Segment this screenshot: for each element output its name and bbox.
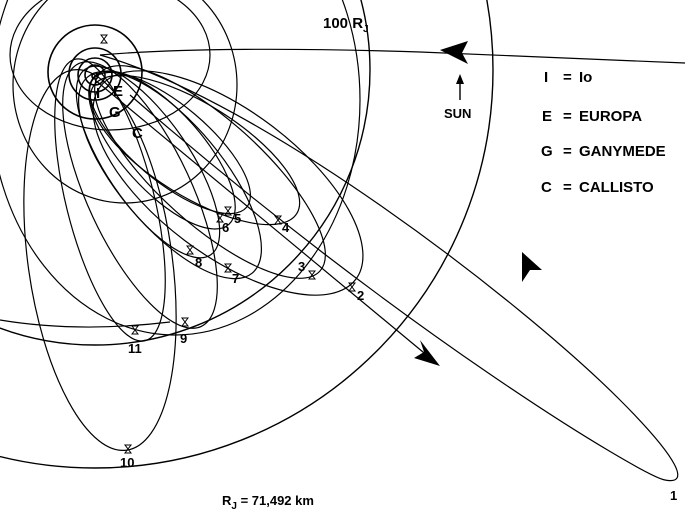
scale-ring-label: 100 RJ <box>323 15 369 35</box>
marker-5 <box>224 206 232 216</box>
orbit-number-6: 6 <box>222 220 229 235</box>
orbit-number-1: 1 <box>670 488 677 503</box>
legend-callisto: C=CALLISTO <box>541 179 654 196</box>
orbit-ellipse-5 <box>88 71 252 215</box>
orbit-number-8: 8 <box>195 255 202 270</box>
orbit-number-5: 5 <box>234 211 241 226</box>
legend: I=Io E=EUROPA G=GANYMEDE C=CALLISTO <box>541 69 666 196</box>
marker-4 <box>274 215 282 225</box>
marker-6 <box>216 213 224 223</box>
marker-7 <box>224 263 232 273</box>
marker-top <box>100 34 108 44</box>
marker-3 <box>308 270 316 280</box>
orbit-number-2: 2 <box>357 288 364 303</box>
orbit-ellipse-8 <box>75 65 221 259</box>
moon-letter-europa: E <box>113 83 123 100</box>
approach-trajectory <box>99 48 685 64</box>
marker-8 <box>186 245 194 255</box>
departure-arrow-icon <box>414 340 440 366</box>
orbit-ellipse-large-a <box>9 0 211 131</box>
sun-label: SUN <box>444 106 471 121</box>
orbit-ellipse-11 <box>54 58 166 342</box>
scale-circle-100rj <box>0 0 371 346</box>
marker-2 <box>348 282 356 292</box>
legend-io: I=Io <box>544 69 592 86</box>
orbit-ellipse-3 <box>94 65 326 279</box>
approach-arrow-icon <box>440 41 468 64</box>
legend-ganymede: G=GANYMEDE <box>541 143 666 160</box>
left-trajectory <box>0 319 171 328</box>
moon-letter-callisto: C <box>132 125 143 142</box>
moon-letter-ganymede: G <box>109 104 121 121</box>
orbit-number-3: 3 <box>298 259 305 274</box>
orbit-number-10: 10 <box>120 455 134 470</box>
orbit-number-7: 7 <box>232 271 239 286</box>
orbit-1-loop <box>99 54 679 482</box>
outer-scale-circle <box>0 0 494 469</box>
jupiter-radius-footnote: RJ = 71,492 km <box>222 493 314 512</box>
sun-arrow-icon <box>456 74 464 84</box>
orbit-number-4: 4 <box>282 220 290 235</box>
marker-9 <box>181 317 189 327</box>
orbit-number-11: 11 <box>128 341 142 356</box>
orbit-ellipse-9 <box>62 61 218 329</box>
orbit-ellipse-4 <box>89 74 301 226</box>
orbit-ellipse-large-c <box>0 0 361 336</box>
orbit-ellipse-2 <box>92 70 364 296</box>
legend-europa: E=EUROPA <box>542 108 642 125</box>
marker-10 <box>124 444 132 454</box>
orbit-1-arrow-icon <box>522 252 542 282</box>
marker-11 <box>131 325 139 335</box>
moon-letter-io: I <box>96 85 100 102</box>
apojove-markers <box>100 34 356 454</box>
orbit-number-9: 9 <box>180 331 187 346</box>
departure-trajectory <box>94 79 436 363</box>
